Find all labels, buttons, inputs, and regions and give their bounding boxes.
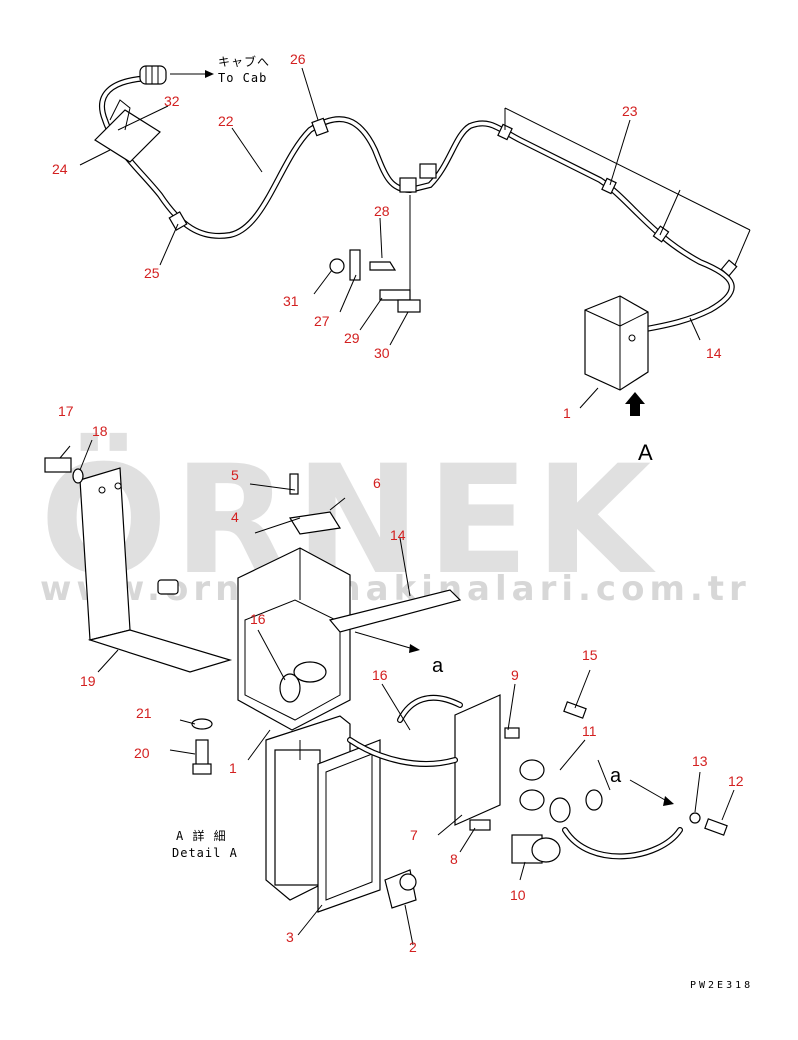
callout-21: 21 xyxy=(136,705,152,721)
callout-18: 18 xyxy=(92,423,108,439)
callout-1: 1 xyxy=(563,405,571,421)
callout-6: 6 xyxy=(373,475,381,491)
callout-25: 25 xyxy=(144,265,160,281)
lower-detail xyxy=(44,67,735,946)
to-cab-en: To Cab xyxy=(218,71,267,85)
callout-10: 10 xyxy=(510,887,526,903)
callout-9: 9 xyxy=(511,667,519,683)
callout-12: 12 xyxy=(728,773,744,789)
arrow-a-label-2: a xyxy=(610,765,622,787)
callout-8: 8 xyxy=(450,851,458,867)
callout-2: 2 xyxy=(409,939,417,955)
detail-a-jp: A 詳 細 xyxy=(176,828,227,843)
callout-23: 23 xyxy=(622,103,638,119)
callouts: 1 1 2 3 4 5 6 7 8 9 10 11 12 13 14 14 15… xyxy=(52,51,744,955)
callout-20: 20 xyxy=(134,745,150,761)
callout-28: 28 xyxy=(374,203,390,219)
callout-29: 29 xyxy=(344,330,360,346)
callout-19: 19 xyxy=(80,673,96,689)
arrow-a-label: a xyxy=(432,655,444,677)
detail-a-en: Detail A xyxy=(172,846,238,860)
callout-14: 14 xyxy=(706,345,722,361)
callout-22: 22 xyxy=(218,113,234,129)
watermark-url: www.orneksmakinalari.com.tr xyxy=(40,569,751,609)
callout-32: 32 xyxy=(164,93,180,109)
callout-31: 31 xyxy=(283,293,299,309)
callout-16: 16 xyxy=(250,611,266,627)
callout-7: 7 xyxy=(410,827,418,843)
callout-27: 27 xyxy=(314,313,330,329)
callout-24: 24 xyxy=(52,161,68,177)
callout-5: 5 xyxy=(231,467,239,483)
callout-17: 17 xyxy=(58,403,74,419)
callout-30: 30 xyxy=(374,345,390,361)
callout-11: 11 xyxy=(582,723,597,739)
callout-4: 4 xyxy=(231,509,239,525)
callout-14: 14 xyxy=(390,527,406,543)
to-cab-jp: キャブへ xyxy=(218,54,270,69)
callout-3: 3 xyxy=(286,929,294,945)
annotations: キャブへ To Cab A A 詳 細 Detail A a a PW2E318 xyxy=(172,54,753,991)
callout-16: 16 xyxy=(372,667,388,683)
drawing-code: PW2E318 xyxy=(690,980,753,991)
callout-13: 13 xyxy=(692,753,708,769)
callout-26: 26 xyxy=(290,51,306,67)
upper-harness xyxy=(94,65,751,416)
callout-15: 15 xyxy=(582,647,598,663)
view-a-label: A xyxy=(638,440,653,465)
callout-1: 1 xyxy=(229,760,237,776)
